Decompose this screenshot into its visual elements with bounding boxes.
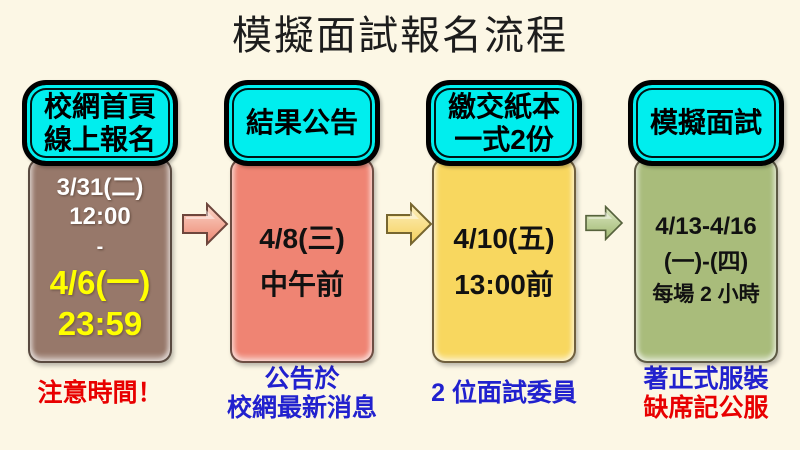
step-1-start-date: 3/31(二)	[56, 174, 144, 201]
flow-step-2: 4/8(三) 中午前 結果公告 公告於 校網最新消息	[224, 0, 380, 450]
arrow-right-icon	[585, 205, 624, 241]
step-2-header-text: 結果公告	[245, 107, 358, 139]
step-1-caption-line: 注意時間！	[37, 379, 163, 408]
step-2-header: 結果公告	[224, 80, 380, 166]
step-1-start-time: 12:00	[69, 203, 131, 231]
flow-step-4: 4/13-4/16 (一)-(四) 每場 2 小時 模擬面試 著正式服裝 缺席記…	[628, 0, 784, 450]
step-4-body: 4/13-4/16 (一)-(四) 每場 2 小時	[634, 158, 778, 363]
step-4-date-range: 4/13-4/16	[655, 213, 757, 240]
page-title: 模擬面試報名流程	[232, 14, 568, 58]
step-1-end-time: 23:59	[57, 305, 143, 343]
step-2-caption-line: 公告於	[264, 364, 340, 393]
step-4-caption: 著正式服裝 缺席記公服	[606, 364, 800, 424]
step-2-body: 4/8(三) 中午前	[230, 158, 374, 363]
step-1-caption: 注意時間！	[0, 364, 200, 424]
step-2-time: 中午前	[259, 269, 344, 301]
step-2-caption: 公告於 校網最新消息	[202, 364, 402, 424]
step-3-body: 4/10(五) 13:00前	[432, 158, 576, 363]
step-3-header: 繳交紙本 一式2份	[426, 80, 582, 166]
step-4-caption-line: 著正式服裝	[643, 364, 769, 393]
step-1-header: 校網首頁 線上報名	[22, 80, 178, 166]
step-4-weekdays: (一)-(四)	[663, 247, 749, 274]
step-4-header: 模擬面試	[628, 80, 784, 166]
step-1-date-separator: -	[96, 235, 104, 258]
arrow-right-icon	[182, 202, 229, 246]
step-2-caption-line: 校網最新消息	[226, 394, 377, 422]
step-3-header-text: 繳交紙本 一式2份	[447, 90, 560, 155]
step-1-end-date: 4/6(一)	[49, 263, 151, 301]
step-3-caption-line: 2 位面試委員	[431, 379, 577, 408]
step-1-header-text: 校網首頁 線上報名	[43, 90, 156, 155]
step-3-time: 13:00前	[454, 269, 554, 301]
step-4-header-text: 模擬面試	[649, 107, 762, 139]
step-4-caption-line: 缺席記公服	[643, 394, 769, 422]
step-1-body: 3/31(二) 12:00 - 4/6(一) 23:59	[28, 158, 172, 363]
step-4-duration: 每場 2 小時	[652, 283, 760, 307]
step-3-date: 4/10(五)	[453, 223, 555, 254]
step-2-date: 4/8(三)	[259, 223, 345, 254]
arrow-right-icon	[386, 202, 433, 246]
step-3-caption: 2 位面試委員	[404, 364, 604, 424]
flow-step-3: 4/10(五) 13:00前 繳交紙本 一式2份 2 位面試委員	[426, 0, 582, 450]
flow-step-1: 3/31(二) 12:00 - 4/6(一) 23:59 校網首頁 線上報名 注…	[22, 0, 178, 450]
